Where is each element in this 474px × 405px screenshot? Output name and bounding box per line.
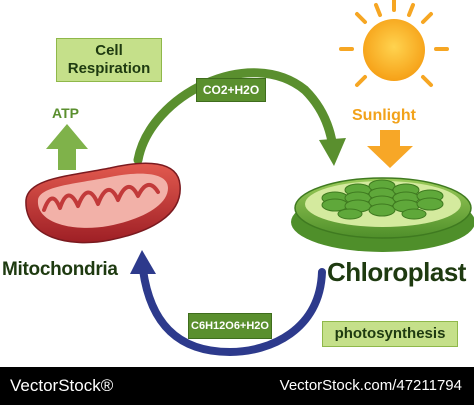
cell-respiration-line2: Respiration — [67, 60, 151, 77]
sun-icon — [339, 0, 449, 87]
co2-h2o-label: CO2+H2O — [196, 78, 266, 102]
green-cycle-arrow — [133, 68, 346, 166]
watermark-footer: VectorStock® VectorStock.com/47211794 — [0, 367, 474, 405]
vectorstock-credit: VectorStock.com/47211794 — [279, 377, 462, 394]
chloroplast-label: Chloroplast — [327, 257, 466, 287]
photosynthesis-label: photosynthesis — [322, 321, 458, 347]
mitochondria-label: Mitochondria — [2, 259, 118, 280]
mitochondria-icon — [25, 162, 181, 244]
chloroplast-icon — [291, 177, 474, 252]
sunlight-label: Sunlight — [352, 107, 416, 124]
glucose-water-label: C6H12O6+H2O — [188, 313, 272, 339]
atp-label: ATP — [52, 105, 79, 121]
atp-arrow-icon — [46, 124, 88, 170]
cell-respiration-line1: Cell — [95, 42, 123, 59]
blue-cycle-arrow — [130, 250, 326, 357]
sunlight-arrow-icon — [367, 130, 413, 168]
vectorstock-brand: VectorStock® — [10, 376, 114, 395]
cell-respiration-label: Cell Respiration — [56, 38, 162, 82]
